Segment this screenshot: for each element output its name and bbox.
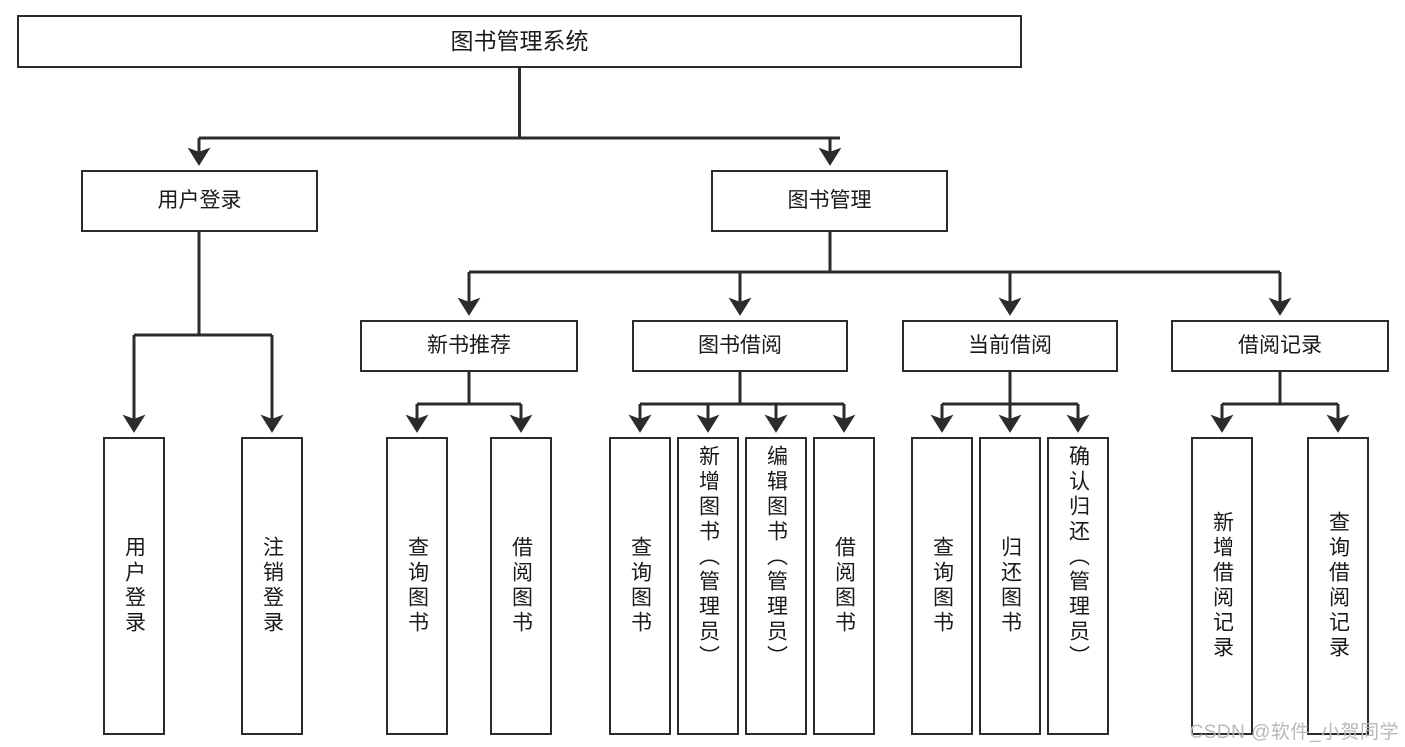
- node-label: 新书推荐: [427, 333, 511, 357]
- leaf-label: 查询图书: [628, 536, 652, 636]
- leaf-user-login-logout[interactable]: 注销登录: [241, 437, 303, 735]
- node-new-book-recommend[interactable]: 新书推荐: [360, 320, 578, 372]
- leaf-label: 编辑图书（管理员）: [764, 445, 788, 670]
- leaf-book-borrow-add-book-admin[interactable]: 新增图书（管理员）: [677, 437, 739, 735]
- leaf-label: 查询图书: [405, 536, 429, 636]
- node-borrow-record[interactable]: 借阅记录: [1171, 320, 1389, 372]
- leaf-book-borrow-edit-book-admin[interactable]: 编辑图书（管理员）: [745, 437, 807, 735]
- csdn-watermark: CSDN @软件_小贺同学: [1189, 722, 1399, 743]
- leaf-user-login-login[interactable]: 用户登录: [103, 437, 165, 735]
- leaf-current-borrow-confirm-return-admin[interactable]: 确认归还（管理员）: [1047, 437, 1109, 735]
- node-label: 用户登录: [157, 188, 242, 212]
- leaf-borrow-record-add-record[interactable]: 新增借阅记录: [1191, 437, 1253, 735]
- leaf-label: 查询借阅记录: [1326, 511, 1350, 661]
- node-label: 图书管理系统: [450, 28, 589, 55]
- leaf-new-book-query-book[interactable]: 查询图书: [386, 437, 448, 735]
- leaf-label: 新增借阅记录: [1210, 511, 1234, 661]
- node-current-borrow[interactable]: 当前借阅: [902, 320, 1118, 372]
- leaf-label: 用户登录: [122, 536, 146, 636]
- leaf-new-book-borrow-book[interactable]: 借阅图书: [490, 437, 552, 735]
- node-label: 借阅记录: [1238, 333, 1322, 357]
- node-book-management[interactable]: 图书管理: [711, 170, 948, 232]
- leaf-current-borrow-query-book[interactable]: 查询图书: [911, 437, 973, 735]
- node-label: 当前借阅: [968, 333, 1052, 357]
- leaf-current-borrow-return-book[interactable]: 归还图书: [979, 437, 1041, 735]
- leaf-book-borrow-borrow-book[interactable]: 借阅图书: [813, 437, 875, 735]
- node-user-login[interactable]: 用户登录: [81, 170, 318, 232]
- leaf-label: 归还图书: [998, 536, 1022, 636]
- leaf-label: 注销登录: [260, 536, 284, 636]
- leaf-label: 借阅图书: [509, 536, 533, 636]
- leaf-label: 新增图书（管理员）: [696, 445, 720, 670]
- node-label: 图书管理: [787, 188, 872, 212]
- node-label: 图书借阅: [698, 333, 782, 357]
- leaf-label: 确认归还（管理员）: [1066, 445, 1090, 670]
- leaf-book-borrow-query-book[interactable]: 查询图书: [609, 437, 671, 735]
- leaf-borrow-record-query-record[interactable]: 查询借阅记录: [1307, 437, 1369, 735]
- leaf-label: 借阅图书: [832, 536, 856, 636]
- node-root-book-management-system[interactable]: 图书管理系统: [17, 15, 1022, 68]
- leaf-label: 查询图书: [930, 536, 954, 636]
- node-book-borrow[interactable]: 图书借阅: [632, 320, 848, 372]
